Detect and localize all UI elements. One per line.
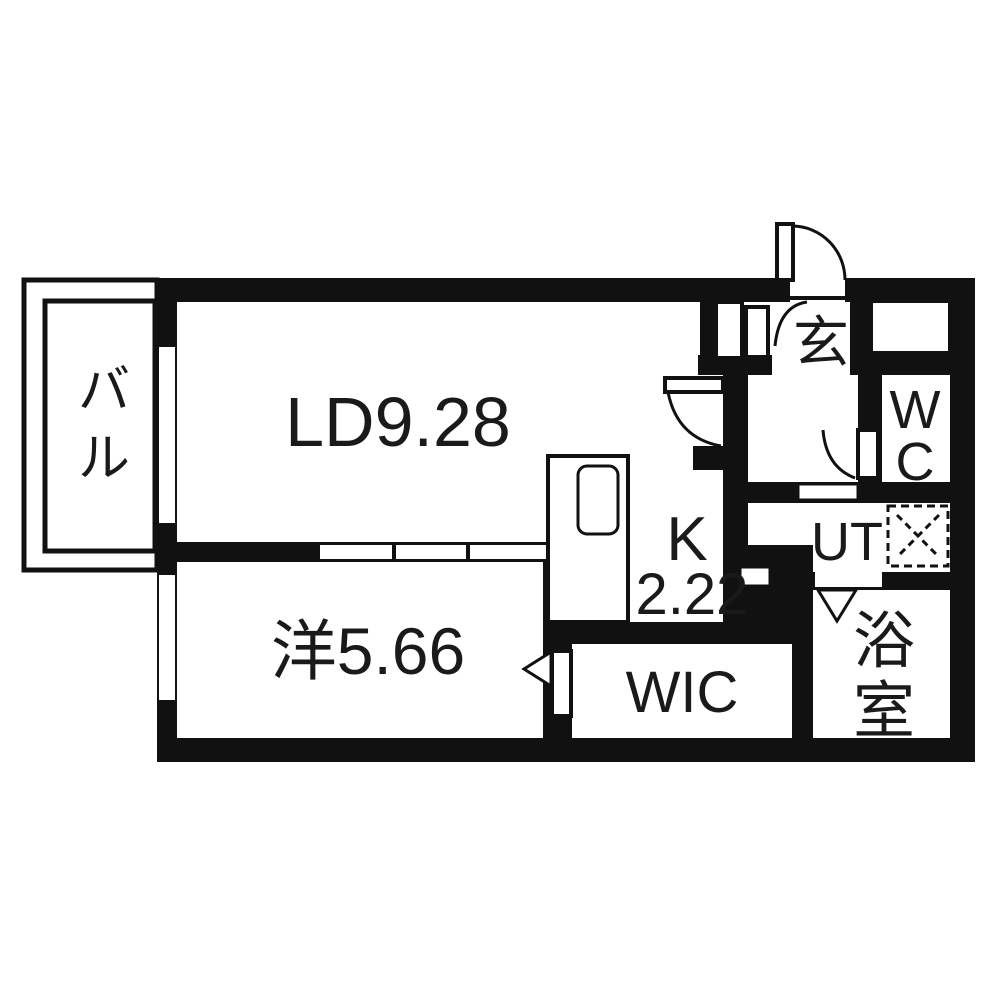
washing-machine-pan-icon	[886, 504, 950, 568]
wc-door-arc	[821, 429, 856, 480]
room-labels: LD9.28 洋5.66 K 2.22 WIC W C UT 玄 浴 室 バ ル	[78, 311, 941, 746]
balcony-floor-outline	[42, 298, 158, 554]
ld-door-arc	[666, 391, 722, 448]
washer-pan-cross	[895, 513, 941, 559]
balcony	[21, 277, 160, 573]
label-kitchen-letter: K	[666, 505, 707, 574]
entrance-door-leaf	[775, 222, 795, 282]
label-kitchen-size: 2.22	[636, 562, 749, 627]
wall-door-stop	[693, 446, 723, 470]
utility-doorway	[796, 482, 860, 502]
ld-window-mullion-2	[466, 545, 470, 559]
shoe-cabinet-2	[744, 305, 770, 359]
balcony-sliding-window	[159, 347, 175, 523]
ld-window	[320, 545, 550, 559]
kitchen-sink-icon	[576, 464, 620, 536]
fixtures	[159, 222, 950, 718]
wic-door-leaf	[550, 649, 573, 718]
wic-door-triangle	[521, 649, 553, 689]
utility-niche	[738, 565, 772, 588]
wall-kitchen-wic	[543, 622, 792, 644]
wall-top-left	[157, 278, 790, 302]
label-wic: WIC	[626, 660, 739, 725]
entrance-door-arc	[792, 224, 847, 281]
entry-alcove	[873, 303, 948, 351]
entrance-doorway	[790, 278, 845, 298]
label-living-dining: LD9.28	[285, 383, 511, 461]
wall-right	[950, 278, 975, 762]
label-balcony-char1: バ	[78, 362, 130, 420]
western-room-window	[159, 575, 175, 700]
wall-bottom	[157, 738, 975, 762]
label-utility: UT	[811, 512, 883, 572]
wall-center-column	[723, 375, 748, 547]
wall-bath-left	[792, 625, 813, 738]
label-bathroom-char2: 室	[853, 677, 915, 746]
label-wc-w: W	[890, 380, 941, 440]
bath-door-triangle	[815, 588, 859, 624]
shoe-cabinet-1	[714, 300, 744, 360]
ld-window-mullion-1	[392, 545, 396, 559]
label-wc-c: C	[896, 432, 935, 492]
label-western-room: 洋5.66	[271, 614, 465, 688]
label-entrance: 玄	[793, 311, 849, 374]
wc-door-leaf	[856, 428, 880, 480]
entrance-step-arc	[773, 300, 808, 347]
label-balcony-char2: ル	[78, 430, 130, 488]
entrance-threshold	[790, 296, 845, 300]
ld-door-leaf	[663, 376, 725, 394]
label-bathroom-char1: 浴	[853, 607, 915, 676]
bath-door-gap	[815, 572, 882, 587]
